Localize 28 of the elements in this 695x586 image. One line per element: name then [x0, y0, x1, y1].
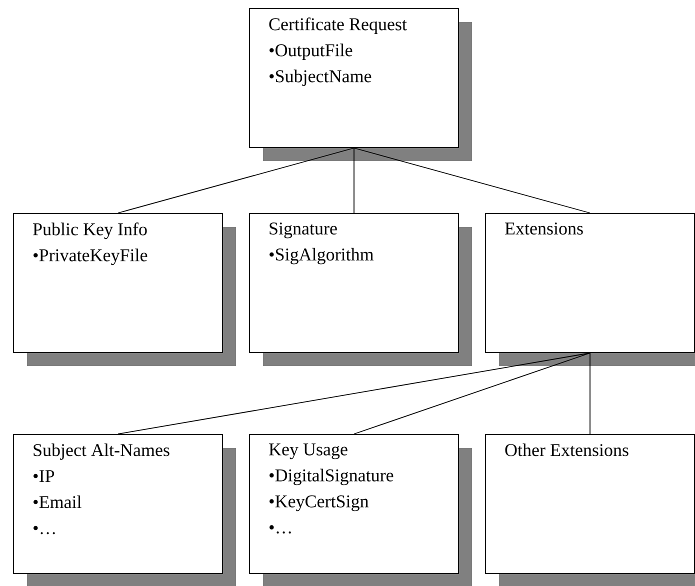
box-heading: Subject Alt-Names [34, 444, 170, 460]
list-item: •DigitalSignature [270, 468, 394, 486]
box-heading: Public Key Info [33, 222, 147, 240]
text-box [13, 434, 223, 574]
list-item: •KeyCertSign [270, 495, 369, 512]
list-item: •IP [34, 470, 54, 482]
connector-line [118, 352, 590, 434]
box-heading: Other Extensions [505, 444, 628, 456]
connector-line [354, 352, 590, 434]
text-box [485, 434, 695, 574]
box-heading: Certificate Request [269, 18, 407, 34]
box-heading: Extensions [505, 222, 583, 235]
list-item: •… [270, 525, 291, 534]
text-box [485, 213, 695, 353]
text-box [249, 8, 459, 148]
list-item: •OutputFile [270, 44, 352, 60]
connector-line [118, 148, 354, 214]
box-heading: Key Usage [269, 444, 348, 460]
list-item: •PrivateKeyFile [34, 248, 148, 266]
list-item: •… [34, 526, 55, 534]
text-box [249, 434, 459, 574]
list-item: •SigAlgorithm [270, 248, 374, 264]
box-heading: Signature [270, 222, 337, 238]
list-item: •SubjectName [270, 70, 372, 86]
text-box [249, 213, 459, 353]
connector-line [354, 148, 590, 214]
text-box [13, 213, 223, 353]
list-item: •Email [34, 496, 82, 508]
